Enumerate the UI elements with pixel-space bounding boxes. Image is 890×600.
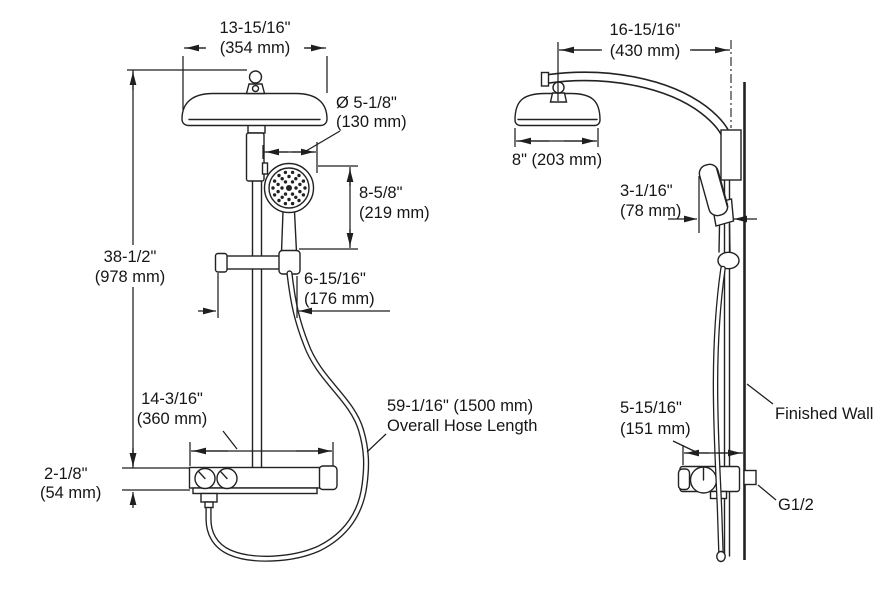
hose-length-line2: Overall Hose Length — [387, 417, 537, 435]
hose-end — [716, 550, 726, 563]
overall-height-in: 38-1/2" — [104, 248, 157, 266]
dim-hand-shower-offset: 3-1/16" (78 mm) — [620, 176, 757, 233]
dim-slide-bar-offset: 6-15/16" (176 mm) — [198, 270, 390, 318]
overall-height-mm: (978 mm) — [95, 268, 166, 286]
hand-shower-diameter-mm: (130 mm) — [336, 113, 407, 131]
hand-shower-diameter-in: Ø 5-1/8" — [336, 94, 397, 112]
dim-valve-thickness: 2-1/8" (54 mm) — [40, 450, 190, 508]
hose-length-note: 59-1/16" (1500 mm) Overall Hose Length — [366, 397, 537, 453]
hose-swivel-ball — [717, 251, 740, 270]
finished-wall-text: Finished Wall — [775, 405, 873, 423]
valve-thickness-in: 2-1/8" — [44, 465, 88, 483]
shower-arm-side — [540, 71, 742, 181]
hose-side — [712, 265, 726, 563]
spray-nozzles — [271, 170, 307, 206]
column-bracket — [245, 132, 265, 182]
riser-column-side — [723, 179, 731, 557]
dim-hand-shower-drop: 8-5/8" (219 mm) — [299, 165, 430, 250]
finished-wall-label: Finished Wall — [746, 383, 873, 423]
valve-thickness-mm: (54 mm) — [40, 484, 101, 502]
g12-label: G1/2 — [757, 484, 814, 514]
dim-shelf-width: 14-3/16" (360 mm) — [137, 390, 334, 466]
side-view: 16-15/16" (430 mm) 8" (203 mm) 3-1/16" (… — [512, 21, 873, 563]
hand-shower-front — [263, 162, 315, 253]
slide-bar-end-cap — [214, 252, 228, 273]
dim-arm-reach: 16-15/16" (430 mm) — [557, 21, 730, 101]
riser-column-front — [245, 121, 269, 468]
hand-shower-offset-in: 3-1/16" — [620, 182, 673, 200]
g12-text: G1/2 — [778, 496, 814, 514]
dim-overall-height: 38-1/2" (978 mm) — [86, 69, 247, 468]
shelf-width-in: 14-3/16" — [141, 390, 203, 408]
hose-length-line1: 59-1/16" (1500 mm) — [387, 397, 533, 415]
slide-bar-front — [214, 249, 301, 275]
hand-shower-side — [698, 163, 740, 270]
hand-shower-drop-mm: (219 mm) — [359, 204, 430, 222]
hand-shower-drop-in: 8-5/8" — [359, 184, 403, 202]
overall-width-mm: (354 mm) — [220, 39, 291, 57]
arm-reach-in: 16-15/16" — [610, 21, 681, 39]
dim-hand-shower-diameter: Ø 5-1/8" (130 mm) — [262, 94, 407, 173]
dim-head-depth: 8" (203 mm) — [512, 128, 602, 169]
arm-wall-bracket — [720, 129, 742, 181]
head-depth-label: 8" (203 mm) — [512, 151, 602, 169]
shelf-width-mm: (360 mm) — [137, 410, 208, 428]
ball-joint — [248, 70, 263, 84]
valve-depth-mm: (151 mm) — [620, 420, 691, 438]
hose-outlet — [200, 492, 218, 503]
shelf-valve-front — [188, 465, 338, 509]
valve-depth-in: 5-15/16" — [620, 399, 682, 417]
g12-fitting — [743, 469, 757, 486]
hose-front — [205, 270, 370, 562]
overall-width-in: 13-15/16" — [220, 19, 291, 37]
arm-reach-mm: (430 mm) — [610, 42, 681, 60]
front-view: 13-15/16" (354 mm) 38-1/2" (978 mm) Ø 5-… — [40, 19, 537, 562]
dim-valve-depth: 5-15/16" (151 mm) — [620, 399, 743, 465]
overhead-shower-head-front — [181, 70, 328, 127]
slide-bar-offset-mm: (176 mm) — [304, 290, 375, 308]
shelf-end-cap — [318, 465, 338, 491]
slide-bar-offset-in: 6-15/16" — [304, 270, 366, 288]
hand-shower-offset-mm: (78 mm) — [620, 202, 681, 220]
dim-overall-width: 13-15/16" (354 mm) — [182, 19, 328, 110]
